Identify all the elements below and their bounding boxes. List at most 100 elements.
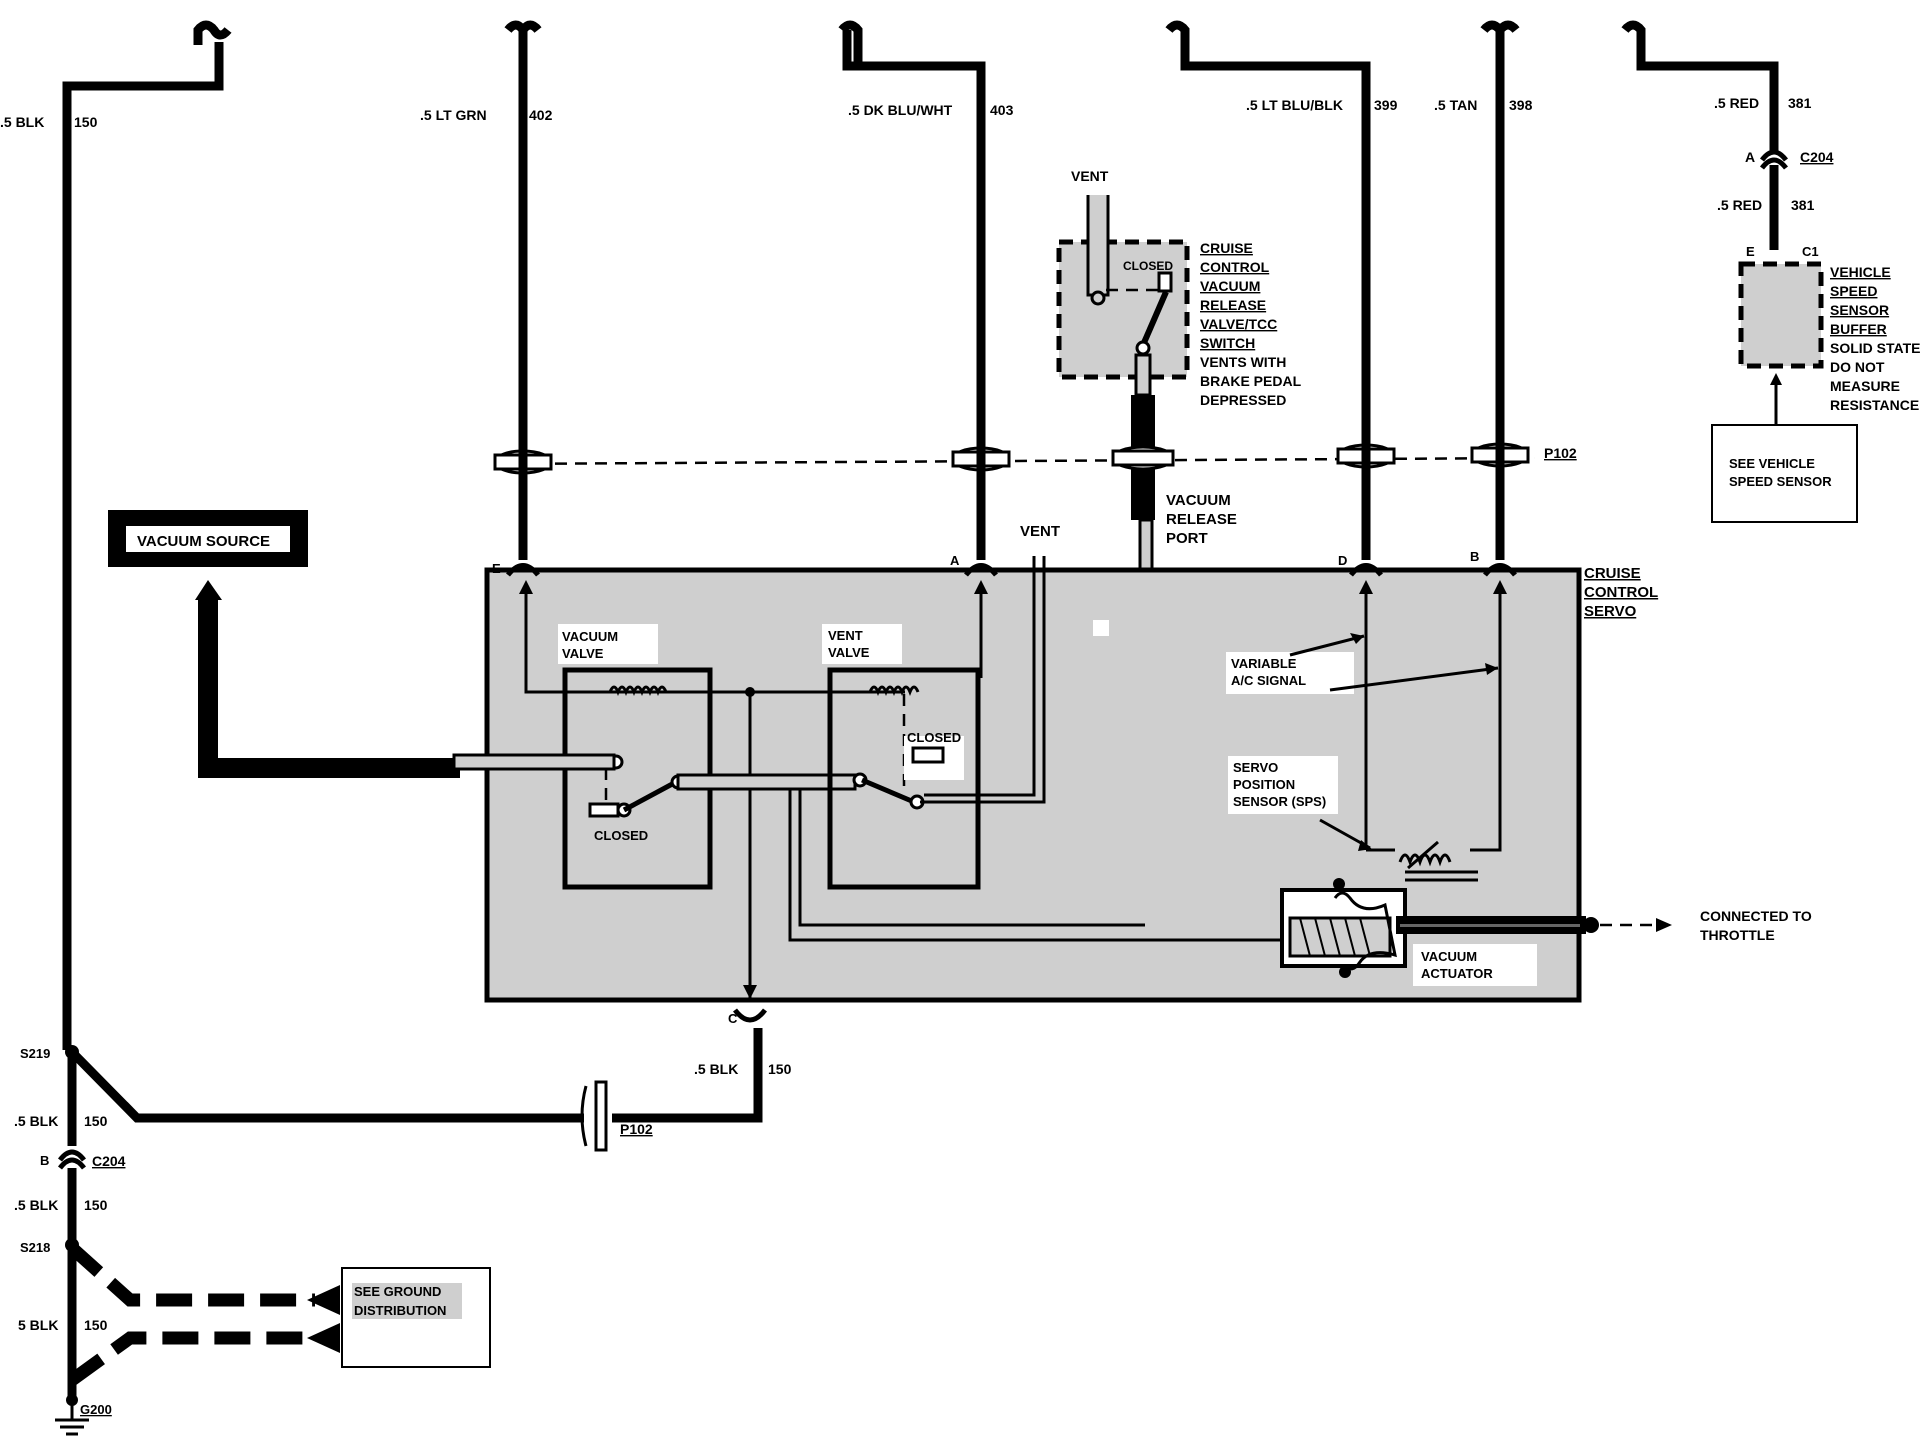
svg-text:CONTROL: CONTROL bbox=[1200, 259, 1270, 275]
svg-text:SPEED: SPEED bbox=[1830, 283, 1877, 299]
servo-pin-d: D bbox=[1338, 553, 1383, 577]
svg-text:SENSOR: SENSOR bbox=[1830, 302, 1889, 318]
svg-text:A/C SIGNAL: A/C SIGNAL bbox=[1231, 673, 1306, 688]
wire-381: .5 RED 381 A C204 .5 RED 381 bbox=[1636, 30, 1834, 250]
svg-text:SERVO: SERVO bbox=[1584, 603, 1637, 620]
wire-403-gauge: .5 DK BLU/WHT bbox=[848, 102, 953, 118]
p102-grommet-402 bbox=[493, 442, 553, 482]
wire-398-gauge: .5 TAN bbox=[1434, 97, 1477, 113]
closed-top-label: CLOSED bbox=[1123, 259, 1173, 273]
svg-text:.5 BLK: .5 BLK bbox=[694, 1061, 738, 1077]
svg-text:CLOSED: CLOSED bbox=[594, 828, 648, 843]
svg-text:CLOSED: CLOSED bbox=[907, 730, 961, 745]
wire-402-circuit: 402 bbox=[529, 107, 553, 123]
svg-text:150: 150 bbox=[84, 1197, 108, 1213]
wire-402: .5 LT GRN 402 bbox=[420, 42, 553, 560]
svg-text:VALVE/TCC: VALVE/TCC bbox=[1200, 316, 1277, 332]
p102-grommet-399 bbox=[1336, 438, 1396, 478]
wire-403-circuit: 403 bbox=[990, 102, 1014, 118]
svg-text:B: B bbox=[40, 1153, 49, 1168]
svg-text:CONNECTED TO: CONNECTED TO bbox=[1700, 908, 1812, 924]
svg-text:DISTRIBUTION: DISTRIBUTION bbox=[354, 1303, 446, 1318]
wire-150-left: .5 BLK 150 bbox=[0, 42, 224, 1050]
svg-text:PORT: PORT bbox=[1166, 530, 1208, 547]
cruise-control-servo: CRUISE CONTROL SERVO E A D B VACU bbox=[452, 523, 1658, 1003]
svg-text:RELEASE: RELEASE bbox=[1200, 297, 1266, 313]
svg-text:VALVE: VALVE bbox=[828, 645, 870, 660]
wire-381-gauge-b: .5 RED bbox=[1717, 197, 1762, 213]
p102-grommet-vacuum bbox=[1111, 445, 1175, 471]
vent-servo-label: VENT bbox=[1020, 523, 1060, 540]
wire-402-gauge: .5 LT GRN bbox=[420, 107, 487, 123]
svg-text:VEHICLE: VEHICLE bbox=[1830, 264, 1891, 280]
svg-text:VENTS WITH: VENTS WITH bbox=[1200, 354, 1286, 370]
wire-break-markers bbox=[193, 20, 1646, 70]
svg-text:DO NOT: DO NOT bbox=[1830, 359, 1885, 375]
svg-text:S219: S219 bbox=[20, 1046, 50, 1061]
vssb-connector: C1 bbox=[1802, 244, 1819, 259]
p102-bottom: P102 bbox=[580, 1080, 653, 1152]
wire-381-gauge-a: .5 RED bbox=[1714, 95, 1759, 111]
svg-text:C: C bbox=[728, 1011, 738, 1026]
svg-text:SOLID STATE: SOLID STATE bbox=[1830, 340, 1920, 356]
throttle-link: CONNECTED TO THROTTLE bbox=[1600, 908, 1812, 943]
svg-text:G200: G200 bbox=[80, 1402, 112, 1417]
servo-pin-b: B bbox=[1470, 549, 1517, 577]
svg-text:BRAKE PEDAL: BRAKE PEDAL bbox=[1200, 373, 1302, 389]
svg-text:A: A bbox=[950, 553, 960, 568]
svg-text:5 BLK: 5 BLK bbox=[18, 1317, 58, 1333]
svg-text:S218: S218 bbox=[20, 1240, 50, 1255]
svg-text:SEE VEHICLE: SEE VEHICLE bbox=[1729, 456, 1815, 471]
svg-text:DEPRESSED: DEPRESSED bbox=[1200, 392, 1286, 408]
wire-381-circuit-b: 381 bbox=[1791, 197, 1815, 213]
svg-text:B: B bbox=[1470, 549, 1479, 564]
vacuum-actuator: VACUUM ACTUATOR bbox=[1280, 878, 1599, 986]
ground-wiring: C .5 BLK 150 P102 S219 .5 BLK 150 B C204… bbox=[14, 1008, 792, 1436]
svg-text:BUFFER: BUFFER bbox=[1830, 321, 1887, 337]
svg-text:RESISTANCE: RESISTANCE bbox=[1830, 397, 1919, 413]
svg-text:SEE GROUND: SEE GROUND bbox=[354, 1284, 441, 1299]
svg-text:.5 BLK: .5 BLK bbox=[14, 1113, 58, 1129]
wire-150-gauge: .5 BLK bbox=[0, 114, 44, 130]
servo-pin-a: A bbox=[950, 553, 998, 577]
svg-text:150: 150 bbox=[84, 1113, 108, 1129]
svg-text:CONTROL: CONTROL bbox=[1584, 584, 1658, 601]
wire-399-gauge: .5 LT BLU/BLK bbox=[1246, 97, 1343, 113]
wire-399: .5 LT BLU/BLK 399 bbox=[1180, 30, 1398, 560]
p102-grommet-398 bbox=[1470, 436, 1530, 476]
servo-pin-e: E bbox=[492, 561, 540, 577]
svg-text:SENSOR (SPS): SENSOR (SPS) bbox=[1233, 794, 1326, 809]
svg-text:VARIABLE: VARIABLE bbox=[1231, 656, 1297, 671]
wire-150-circuit: 150 bbox=[74, 114, 98, 130]
svg-text:MEASURE: MEASURE bbox=[1830, 378, 1900, 394]
svg-text:VALVE: VALVE bbox=[562, 646, 604, 661]
svg-text:RELEASE: RELEASE bbox=[1166, 511, 1237, 528]
wire-398-circuit: 398 bbox=[1509, 97, 1533, 113]
svg-text:THROTTLE: THROTTLE bbox=[1700, 927, 1775, 943]
vent-top-label: VENT bbox=[1071, 168, 1109, 184]
svg-text:VACUUM: VACUUM bbox=[1421, 949, 1477, 964]
c204-top-pin: A bbox=[1745, 149, 1755, 165]
c204-top-name: C204 bbox=[1800, 149, 1834, 165]
svg-text:E: E bbox=[492, 561, 501, 576]
wire-381-circuit-a: 381 bbox=[1788, 95, 1812, 111]
svg-text:SPEED SENSOR: SPEED SENSOR bbox=[1729, 474, 1832, 489]
svg-text:150: 150 bbox=[84, 1317, 108, 1333]
svg-text:SERVO: SERVO bbox=[1233, 760, 1278, 775]
vacuum-source: VACUUM SOURCE bbox=[108, 510, 460, 778]
p102-top-label: P102 bbox=[1544, 445, 1577, 461]
cruise-vacuum-release-valve: VENT CLOSED CRUISE CONTROL VACUUM RELEAS… bbox=[1056, 168, 1302, 408]
p102-grommet-403 bbox=[951, 440, 1011, 480]
svg-text:VACUUM: VACUUM bbox=[1166, 492, 1231, 509]
svg-text:VACUUM: VACUUM bbox=[1200, 278, 1260, 294]
svg-text:CRUISE: CRUISE bbox=[1200, 240, 1253, 256]
vacuum-source-label: VACUUM SOURCE bbox=[137, 533, 270, 550]
svg-text:VACUUM: VACUUM bbox=[562, 629, 618, 644]
svg-text:POSITION: POSITION bbox=[1233, 777, 1295, 792]
svg-text:P102: P102 bbox=[620, 1121, 653, 1137]
wire-403: .5 DK BLU/WHT 403 bbox=[842, 30, 1014, 560]
p102-connector-row: P102 bbox=[493, 436, 1577, 482]
svg-text:150: 150 bbox=[768, 1061, 792, 1077]
svg-text:SWITCH: SWITCH bbox=[1200, 335, 1255, 351]
svg-text:ACTUATOR: ACTUATOR bbox=[1421, 966, 1493, 981]
